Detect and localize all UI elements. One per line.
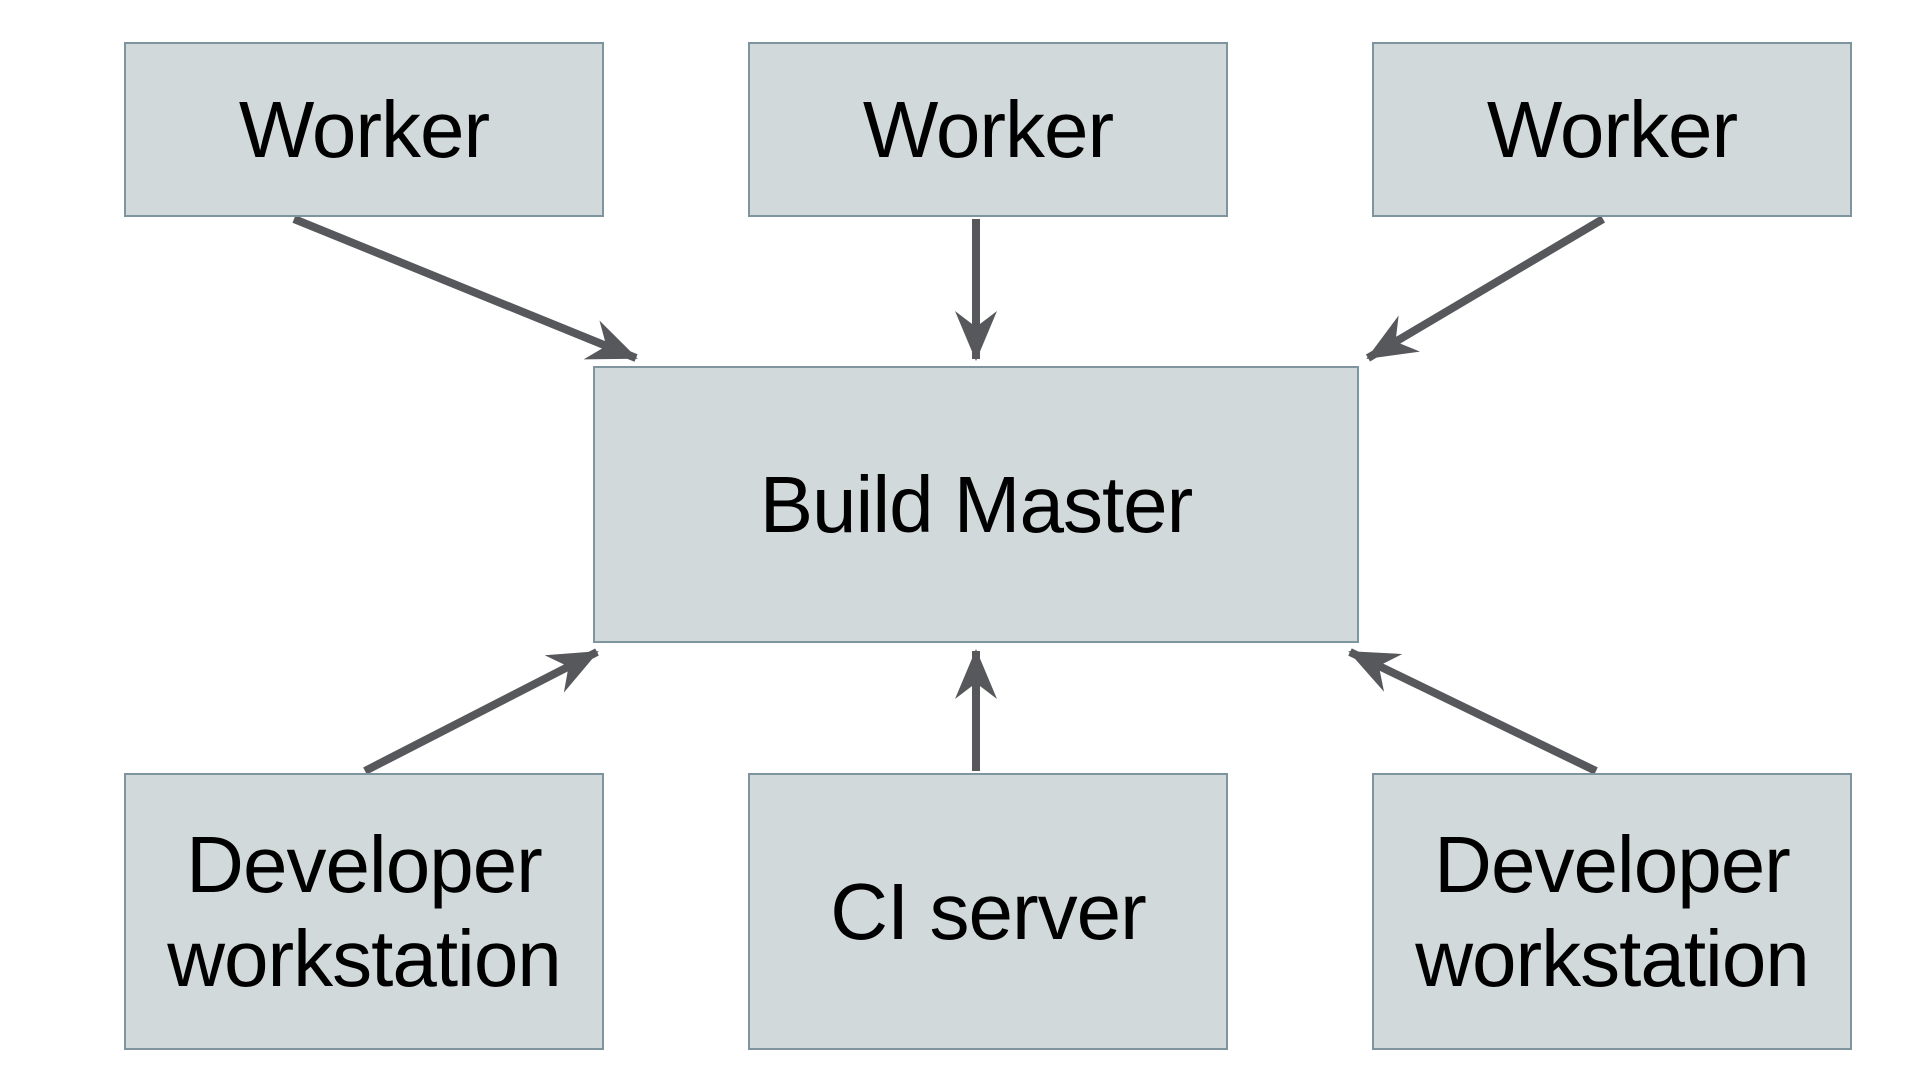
arrow-developer-workstation-right-to-build-master [1348,648,1598,775]
node-ci-server: CI server [748,773,1228,1050]
node-worker-2: Worker [748,42,1228,217]
node-developer-workstation-right-label: Developer workstation [1415,819,1810,1003]
node-developer-workstation-left: Developer workstation [124,773,604,1050]
node-worker-1-label: Worker [238,84,490,174]
node-worker-2-label: Worker [862,84,1114,174]
arrow-worker-1-to-build-master [292,215,638,362]
node-worker-3-label: Worker [1486,84,1738,174]
arrow-developer-workstation-left-to-build-master [363,648,599,775]
node-worker-3: Worker [1372,42,1852,217]
node-developer-workstation-right: Developer workstation [1372,773,1852,1050]
node-build-master: Build Master [593,366,1359,643]
arrow-worker-3-to-build-master [1365,215,1606,362]
node-developer-workstation-left-label: Developer workstation [167,819,562,1003]
node-ci-server-label: CI server [830,866,1146,956]
node-build-master-label: Build Master [759,459,1194,549]
node-worker-1: Worker [124,42,604,217]
